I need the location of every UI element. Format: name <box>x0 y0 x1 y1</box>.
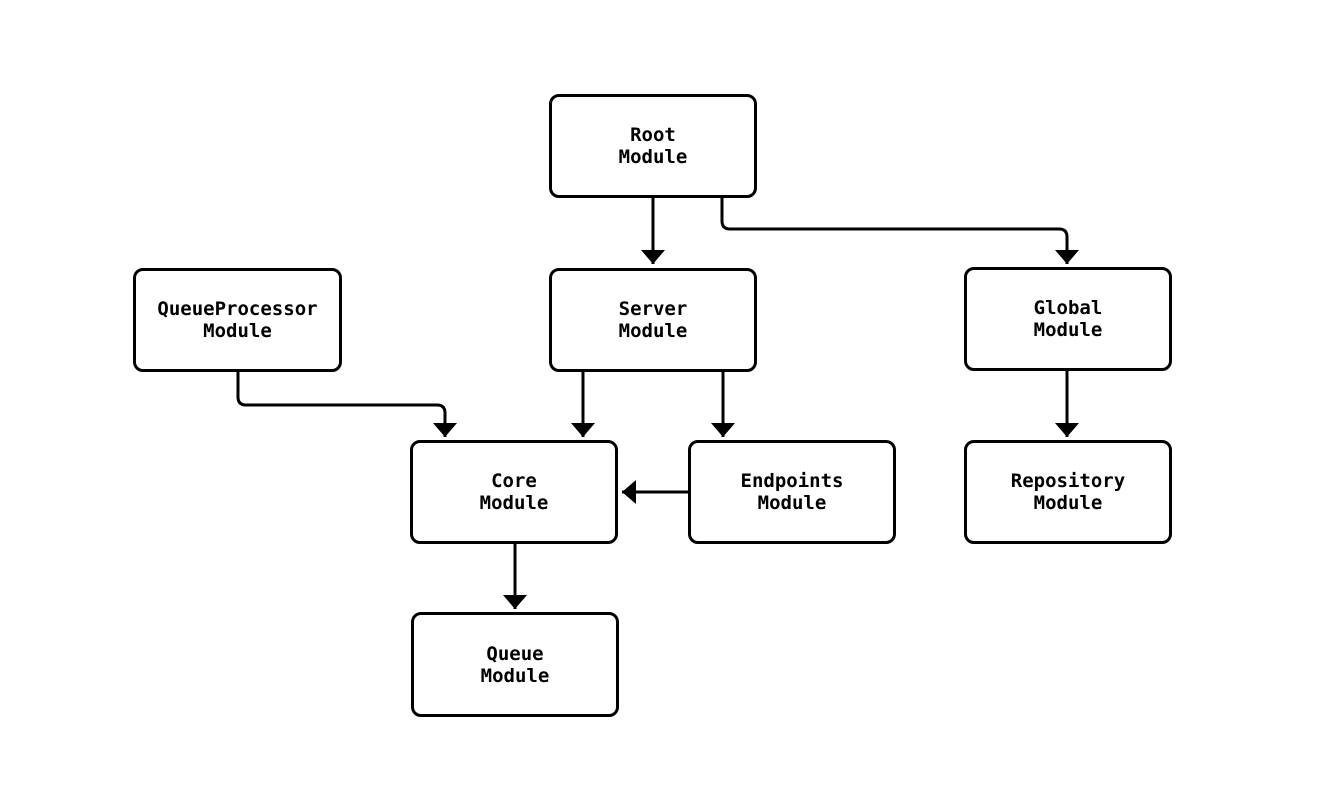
node-label: Server Module <box>618 298 688 342</box>
node-label: Queue Module <box>480 642 550 687</box>
node-core-module: Core Module <box>410 440 618 544</box>
node-repository-module: Repository Module <box>964 440 1172 544</box>
edge-queueprocessor-to-core <box>236 372 457 437</box>
node-label: Repository Module <box>1010 470 1126 514</box>
node-queueprocessor-module: QueueProcessor Module <box>133 268 342 372</box>
node-label: Endpoints Module <box>740 470 844 514</box>
node-root-module: Root Module <box>549 94 757 198</box>
node-label: Core Module <box>479 470 549 514</box>
edge-root-to-global <box>720 198 1079 264</box>
node-server-module: Server Module <box>549 268 757 372</box>
node-label: QueueProcessor Module <box>157 298 318 342</box>
node-label: Root Module <box>618 124 688 168</box>
node-queue-module: Queue Module <box>411 612 619 717</box>
node-endpoints-module: Endpoints Module <box>688 440 896 544</box>
node-global-module: Global Module <box>964 267 1172 371</box>
node-label: Global Module <box>1033 297 1103 341</box>
